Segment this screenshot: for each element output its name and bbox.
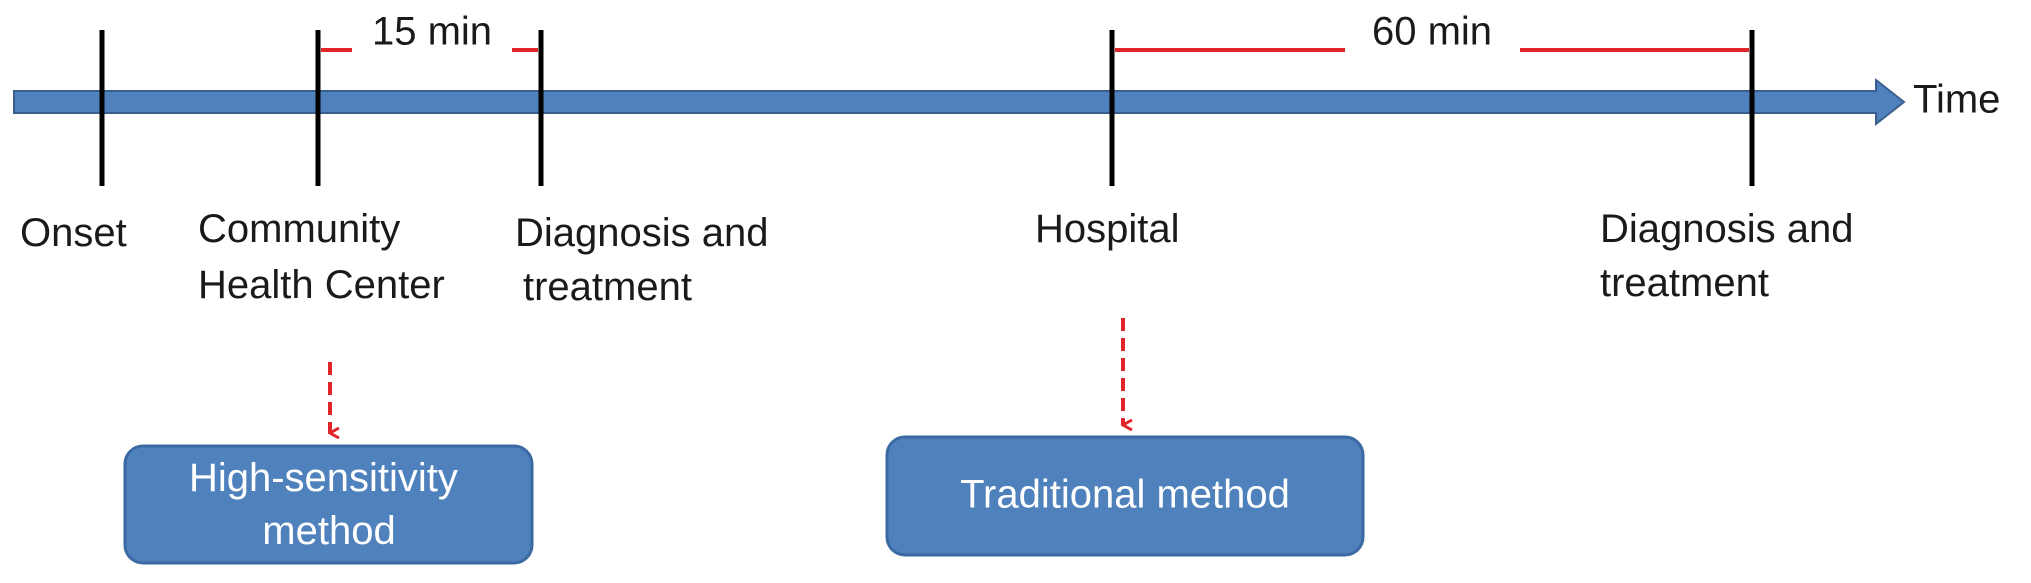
interval-15-label: 15 min [372,10,492,54]
event-diagnosis-2-line-2: treatment [1600,261,1769,305]
event-community-line-2: Health Center [198,263,445,307]
traditional-method-box [885,435,1365,557]
event-diagnosis-1-line-1: Diagnosis and [515,211,769,255]
event-onset-label: Onset [20,211,127,255]
event-hospital-label: Hospital [1035,207,1180,251]
event-diagnosis-1-label: Diagnosis and treatment [515,211,780,309]
event-diagnosis-1-line-2: treatment [523,265,692,309]
event-diagnosis-2-label: Diagnosis and treatment [1600,207,1865,305]
high-sensitivity-line-1: High-sensitivity [189,456,458,500]
event-diagnosis-2-line-1: Diagnosis and [1600,207,1854,251]
time-axis-arrow [13,77,1906,127]
high-sensitivity-line-2: method [262,509,395,553]
high-sensitivity-method-label: High-sensitivity method [189,456,469,553]
time-axis-label: Time [1913,78,2000,122]
event-community-line-1: Community [198,207,400,251]
event-community-label: Community Health Center [198,207,445,307]
traditional-method-label: Traditional method [960,473,1290,517]
interval-60-label: 60 min [1372,10,1492,54]
high-sensitivity-method-box [123,444,534,565]
